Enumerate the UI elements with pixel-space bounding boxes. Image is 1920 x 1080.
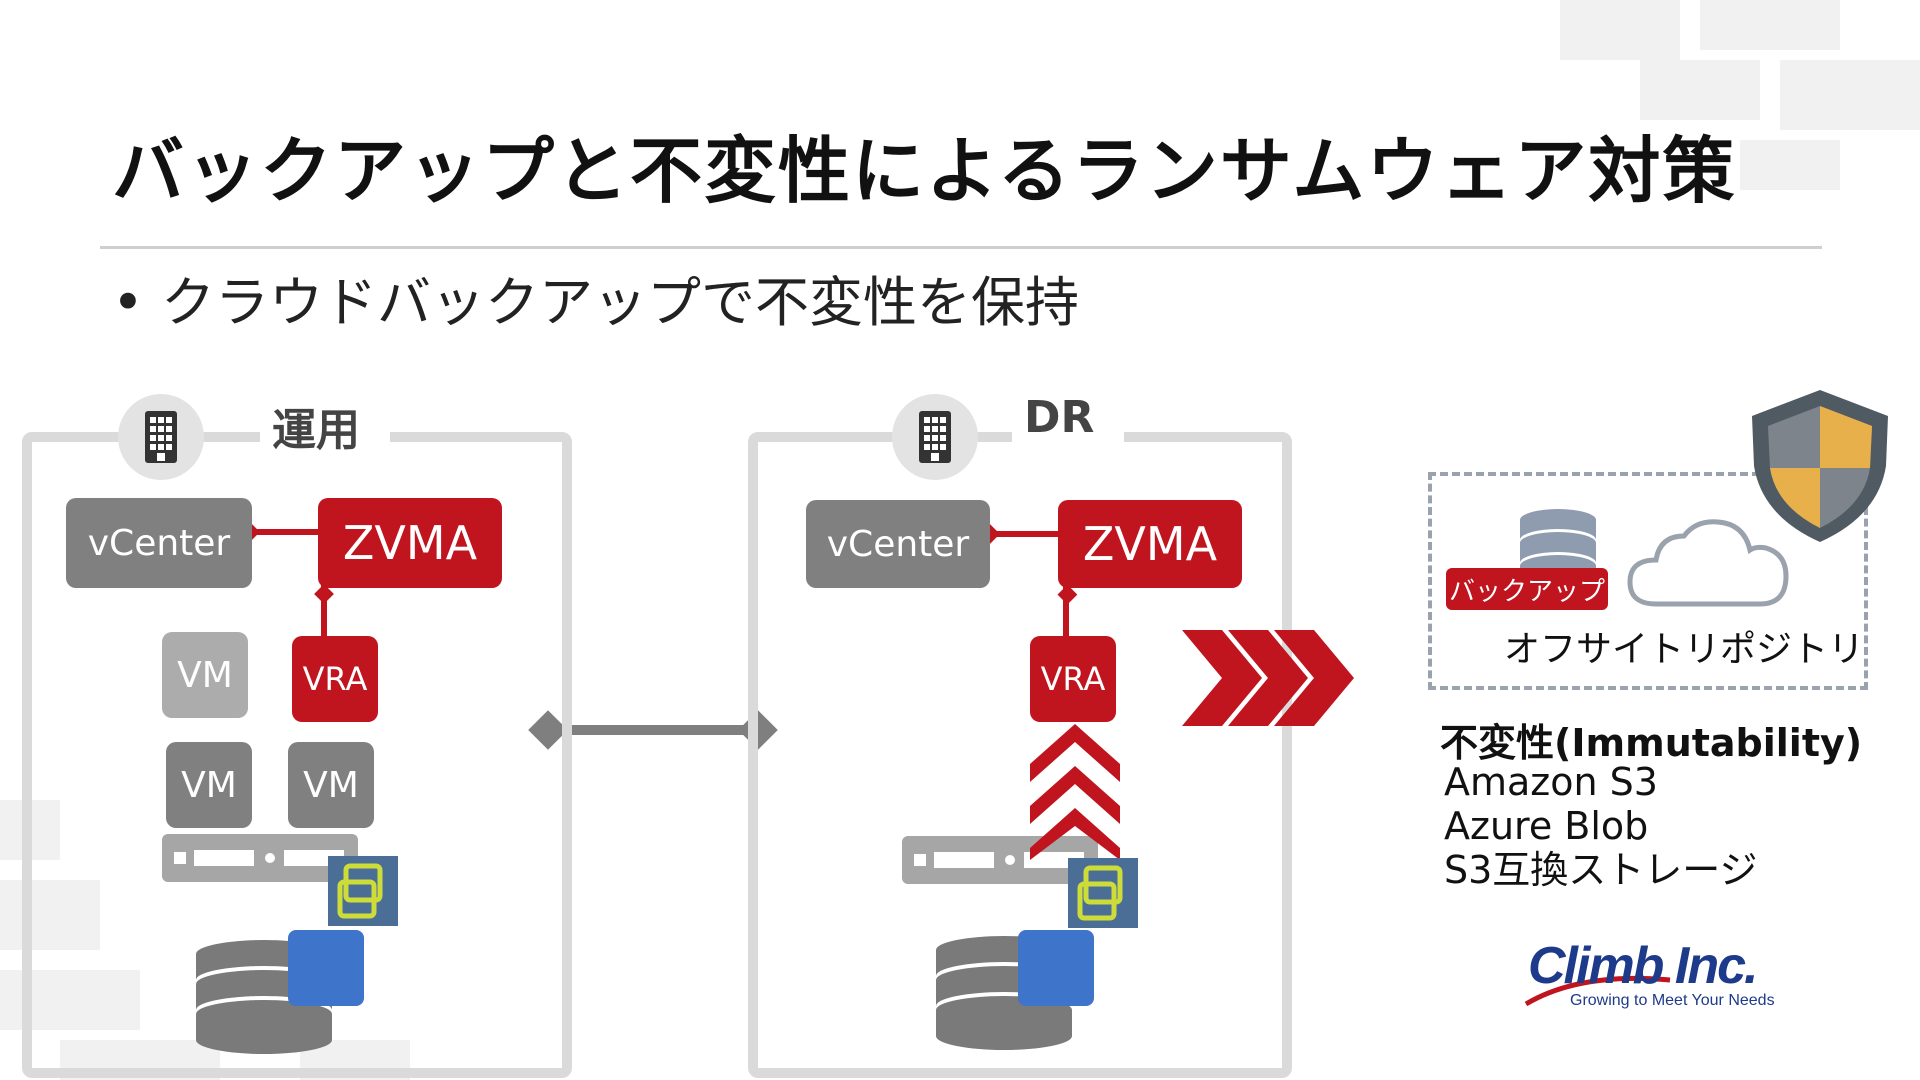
production-vm-box: VM xyxy=(288,742,374,828)
cloud-icon xyxy=(1627,519,1789,607)
forward-chevrons-icon xyxy=(1182,630,1354,726)
decor-block xyxy=(1740,140,1840,190)
dr-connectors xyxy=(980,524,1078,638)
company-logo: Climb Inc. Growing to Meet Your Needs xyxy=(1520,937,1820,1012)
offsite-repository-box xyxy=(1428,472,1868,690)
dr-site-label: DR xyxy=(1012,392,1125,443)
immutability-title: 不変性(Immutability) xyxy=(1440,721,1863,765)
security-shield-icon xyxy=(1752,390,1888,542)
dr-zvma-box: ZVMA xyxy=(1058,500,1242,588)
decor-block xyxy=(1560,0,1680,60)
vsphere-icon xyxy=(1068,858,1138,928)
decor-block xyxy=(1700,0,1840,50)
decor-block xyxy=(1640,60,1760,120)
production-vcenter-box: vCenter xyxy=(66,498,252,588)
slide-title: バックアップと不変性によるランサムウェア対策 xyxy=(112,129,1737,213)
production-zvma-box: ZVMA xyxy=(318,498,502,588)
production-vm-box: VM xyxy=(162,632,248,718)
decor-block xyxy=(1780,60,1920,130)
logo-name: Climb Inc. xyxy=(1528,937,1758,995)
building-icon xyxy=(919,411,951,463)
storage-block-icon xyxy=(288,930,364,1006)
immutability-item: S3互換ストレージ xyxy=(1444,848,1758,892)
decor-block xyxy=(0,880,100,950)
dr-building-icon-circle xyxy=(892,394,978,480)
bullet-text: • クラウドバックアップで不変性を保持 xyxy=(112,271,1080,334)
production-server-icon xyxy=(162,834,358,882)
building-icon xyxy=(145,411,177,463)
dr-vcenter-box: vCenter xyxy=(806,500,990,588)
upload-chevrons-icon xyxy=(1030,724,1120,860)
production-site-label: 運用 xyxy=(260,394,390,458)
logo-tagline: Growing to Meet Your Needs xyxy=(1570,992,1775,1009)
storage-block-icon xyxy=(1018,930,1094,1006)
immutability-item: Azure Blob xyxy=(1444,804,1649,848)
production-vm-box: VM xyxy=(166,742,252,828)
backup-badge: バックアップ xyxy=(1446,568,1608,610)
dr-vra-box: VRA xyxy=(1030,636,1116,722)
offsite-repository-label: オフサイトリポジトリ xyxy=(1504,629,1865,670)
production-vra-box: VRA xyxy=(292,636,378,722)
production-building-icon-circle xyxy=(118,394,204,480)
title-divider xyxy=(100,246,1822,249)
immutability-item: Amazon S3 xyxy=(1444,760,1658,804)
logo-swoosh-icon xyxy=(1524,975,1671,1007)
vsphere-icon xyxy=(328,856,398,926)
